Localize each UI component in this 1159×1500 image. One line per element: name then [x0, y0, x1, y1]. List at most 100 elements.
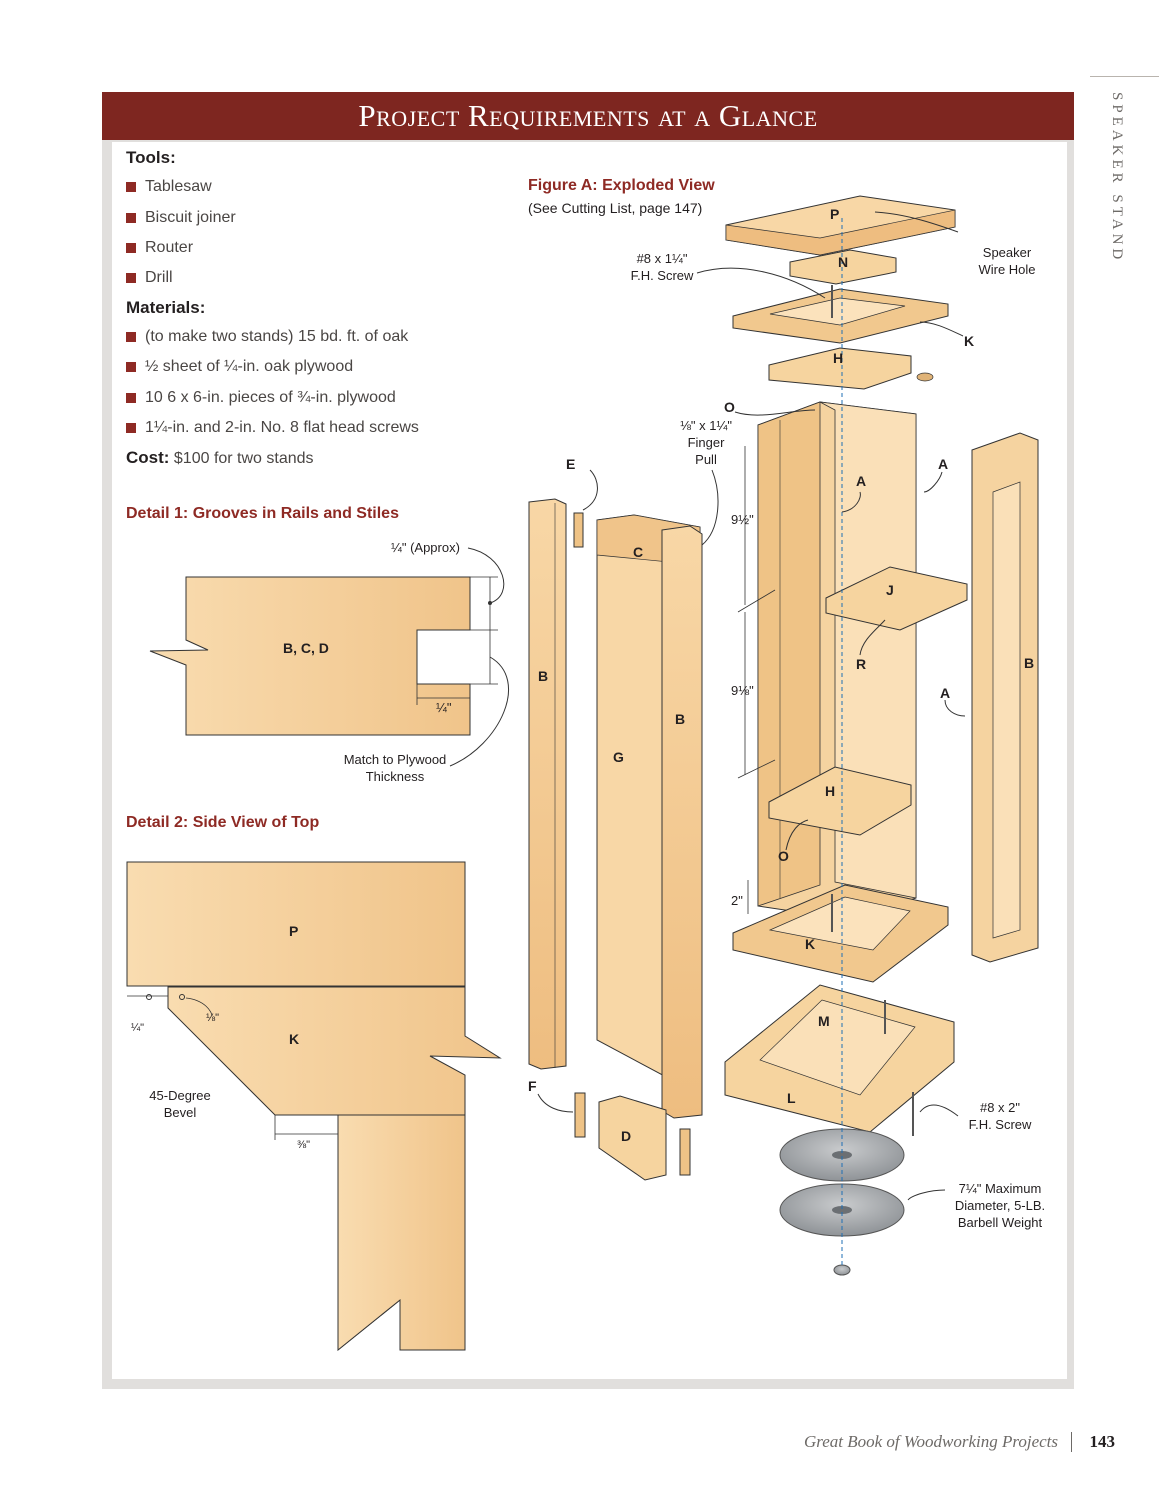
detail1-part-label: B, C, D [283, 640, 329, 656]
speaker-wire-line1: Speaker [982, 245, 1032, 260]
detail1-match-label: Match to Plywood Thickness [325, 751, 465, 785]
finger-pull-line2: Finger [687, 435, 725, 450]
cost-line: Cost: $100 for two stands [126, 448, 314, 468]
speaker-wire-label: Speaker Wire Hole [964, 244, 1050, 278]
part-label-r: R [856, 656, 867, 672]
finger-pull-label: ⅛" x 1¼" Finger Pull [670, 417, 742, 468]
side-tab-rule [1090, 76, 1159, 77]
part-label-p: P [830, 206, 840, 222]
detail2-quarter-label: ¼" [131, 1022, 145, 1034]
bullet-square-icon [126, 332, 136, 342]
part-label-a-right: A [938, 456, 949, 472]
part-label-h-mid: H [825, 783, 836, 799]
part-label-m: M [818, 1013, 830, 1029]
bullet-square-icon [126, 362, 136, 372]
part-label-e: E [566, 456, 576, 472]
detail1-match-line1: Match to Plywood [343, 752, 447, 767]
figure-a-subtitle: (See Cutting List, page 147) [528, 200, 703, 216]
material-item: 10 6 x 6-in. pieces of ¾-in. plywood [126, 389, 396, 407]
page-footer: Great Book of Woodworking Projects 143 [780, 1432, 1120, 1454]
part-label-j: J [886, 582, 894, 598]
detail2-eighth-label: ⅛" [206, 1012, 220, 1024]
part-label-f: F [528, 1078, 537, 1094]
figure-a-title: Figure A: Exploded View [528, 177, 715, 194]
material-item: ½ sheet of ¼-in. oak plywood [126, 358, 353, 376]
side-tab: SPEAKER STAND [1092, 92, 1132, 332]
part-label-c: C [633, 544, 644, 560]
screw-top-line1: #8 x 1¼" [636, 251, 688, 266]
materials-heading: Materials: [126, 298, 206, 317]
detail1-approx-label: ¼" (Approx) [391, 540, 460, 555]
detail1-drawing [149, 547, 509, 767]
bullet-square-icon [126, 393, 136, 403]
detail2-part-k: K [289, 1031, 300, 1047]
detail2-part-p: P [289, 923, 299, 939]
part-label-h-top: H [833, 350, 844, 366]
barbell-weight-line1: 7¼" Maximum [958, 1181, 1042, 1196]
part-label-a-inner: A [856, 473, 867, 489]
detail1-title: Detail 1: Grooves in Rails and Stiles [126, 505, 399, 522]
part-label-d: D [621, 1128, 632, 1144]
screw-bottom-line2: F.H. Screw [968, 1117, 1032, 1132]
tool-item: Router [126, 239, 193, 257]
footer-book-title: Great Book of Woodworking Projects [803, 1432, 1058, 1451]
tool-item-label: Router [145, 239, 194, 256]
bullet-square-icon [126, 182, 136, 192]
part-label-n: N [838, 254, 849, 270]
exploded-view-drawing [528, 195, 1039, 1276]
part-label-k-top: K [964, 333, 975, 349]
bullet-square-icon [126, 243, 136, 253]
part-label-l: L [787, 1090, 796, 1106]
barbell-weight-label: 7¼" Maximum Diameter, 5-LB. Barbell Weig… [944, 1180, 1056, 1231]
detail2-bevel-line2: Bevel [163, 1105, 197, 1120]
cost-label: Cost: [126, 448, 170, 467]
banner: Project Requirements at a Glance [102, 92, 1074, 140]
screw-bottom-line1: #8 x 2" [979, 1100, 1021, 1115]
bullet-square-icon [126, 423, 136, 433]
side-tab-label: SPEAKER STAND [1109, 92, 1125, 264]
detail2-threeeighths-label: ⅜" [297, 1139, 311, 1151]
screw-bottom-label: #8 x 2" F.H. Screw [958, 1099, 1042, 1133]
detail1-match-line2: Thickness [365, 769, 425, 784]
part-label-o-mid: O [778, 848, 789, 864]
tool-item: Tablesaw [126, 178, 212, 196]
part-label-o-top: O [724, 399, 735, 415]
tool-item: Drill [126, 269, 173, 287]
footer-divider [1071, 1432, 1072, 1452]
part-label-b-left: B [538, 668, 549, 684]
material-item-label: (to make two stands) 15 bd. ft. of oak [145, 328, 409, 345]
part-label-a-lower: A [940, 685, 951, 701]
detail2-bevel-line1: 45-Degree [149, 1088, 211, 1103]
bullet-square-icon [126, 273, 136, 283]
dim-9eighth-label: 9⅛" [731, 683, 754, 698]
speaker-wire-line2: Wire Hole [978, 262, 1036, 277]
barbell-weight-line2: Diameter, 5-LB. [954, 1198, 1046, 1213]
screw-top-label: #8 x 1¼" F.H. Screw [620, 250, 704, 284]
material-item-label: 1¼-in. and 2-in. No. 8 flat head screws [145, 419, 419, 436]
finger-pull-line3: Pull [695, 452, 717, 467]
tools-heading: Tools: [126, 148, 176, 167]
tool-item-label: Tablesaw [145, 178, 212, 195]
finger-pull-line1: ⅛" x 1¼" [680, 418, 732, 433]
cost-value: $100 for two stands [169, 450, 314, 467]
part-label-b-right: B [1024, 655, 1035, 671]
tool-item-label: Biscuit joiner [145, 209, 236, 226]
material-item: 1¼-in. and 2-in. No. 8 flat head screws [126, 419, 419, 437]
tool-item-label: Drill [145, 269, 173, 286]
material-item-label: 10 6 x 6-in. pieces of ¾-in. plywood [145, 389, 396, 406]
detail1-quarter-label: ¼" [436, 700, 452, 715]
banner-title: Project Requirements at a Glance [358, 98, 818, 133]
dim-9half-label: 9½" [731, 512, 754, 527]
screw-top-line2: F.H. Screw [630, 268, 694, 283]
detail2-drawing [126, 861, 502, 1352]
bullet-square-icon [126, 213, 136, 223]
part-label-g: G [613, 749, 624, 765]
part-label-b-mid: B [675, 711, 686, 727]
footer-page-number: 143 [1089, 1432, 1116, 1451]
material-item-label: ½ sheet of ¼-in. oak plywood [145, 358, 354, 375]
part-label-k-bottom: K [805, 936, 816, 952]
material-item: (to make two stands) 15 bd. ft. of oak [126, 328, 408, 346]
tool-item: Biscuit joiner [126, 209, 236, 227]
barbell-weight-line3: Barbell Weight [957, 1215, 1043, 1230]
